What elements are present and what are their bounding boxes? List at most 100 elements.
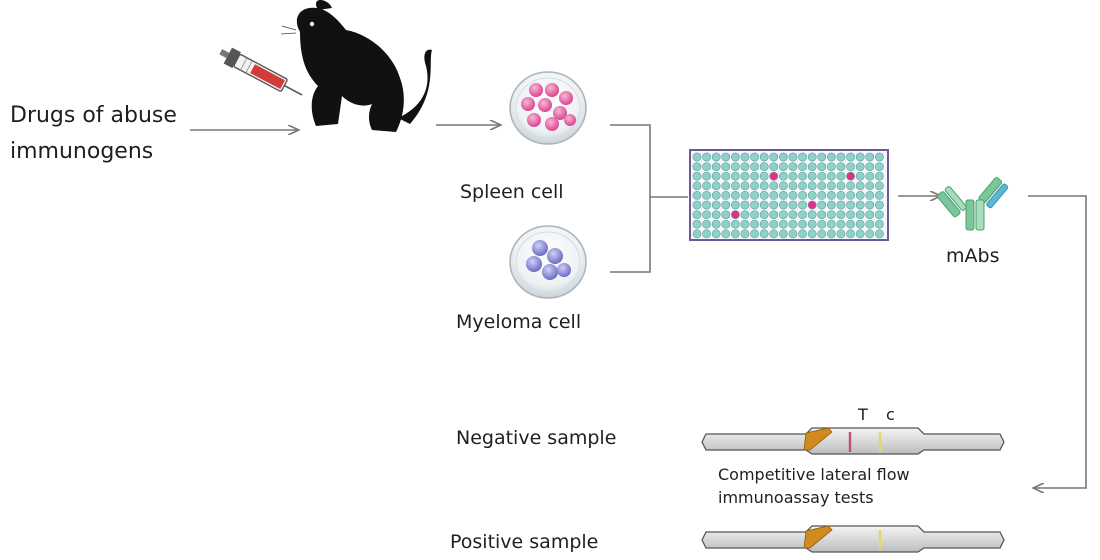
well [721, 162, 731, 171]
well [855, 162, 865, 171]
well [788, 152, 798, 162]
well [788, 229, 798, 239]
well [836, 219, 846, 229]
well [865, 190, 875, 200]
well [875, 219, 884, 229]
well [702, 190, 711, 200]
well [721, 219, 731, 229]
well [692, 210, 702, 219]
well [750, 210, 759, 219]
well [711, 210, 721, 219]
well [769, 200, 779, 210]
well [798, 162, 807, 171]
well [827, 210, 836, 219]
well [769, 229, 779, 239]
well [817, 190, 827, 200]
well [788, 181, 798, 191]
well [865, 162, 875, 171]
well [769, 219, 779, 229]
well [702, 171, 711, 181]
well [759, 210, 769, 219]
well [711, 219, 721, 229]
well [721, 152, 731, 162]
well [855, 229, 865, 239]
well [855, 181, 865, 191]
well [827, 181, 836, 191]
well [788, 210, 798, 219]
well [731, 152, 740, 162]
well [875, 200, 884, 210]
well [788, 171, 798, 181]
well [855, 171, 865, 181]
well [865, 200, 875, 210]
well [807, 229, 817, 239]
well [855, 152, 865, 162]
well [702, 219, 711, 229]
well [702, 200, 711, 210]
well [865, 210, 875, 219]
test-caption-line1: Competitive lateral flow [718, 465, 910, 484]
well [788, 190, 798, 200]
well [759, 219, 769, 229]
well [798, 229, 807, 239]
well [750, 219, 759, 229]
well [855, 210, 865, 219]
well [692, 200, 702, 210]
spleen-label: Spleen cell [460, 181, 564, 203]
well [827, 152, 836, 162]
well [807, 210, 817, 219]
well [836, 210, 846, 219]
well [865, 229, 875, 239]
well [827, 219, 836, 229]
well [855, 190, 865, 200]
well [817, 229, 827, 239]
well [692, 171, 702, 181]
well [865, 181, 875, 191]
well [750, 171, 759, 181]
well [721, 171, 731, 181]
well [740, 162, 750, 171]
well [769, 210, 779, 219]
well [759, 229, 769, 239]
well [875, 152, 884, 162]
well [779, 229, 788, 239]
well [846, 219, 855, 229]
well [855, 200, 865, 210]
well [769, 171, 779, 181]
well [875, 171, 884, 181]
fusion-bracket [610, 124, 688, 273]
well [731, 181, 740, 191]
test-line-label: T [857, 405, 868, 424]
well [779, 200, 788, 210]
well [750, 152, 759, 162]
well [875, 190, 884, 200]
well [750, 200, 759, 210]
well [721, 181, 731, 191]
well [711, 190, 721, 200]
well [836, 190, 846, 200]
well [759, 190, 769, 200]
well [846, 229, 855, 239]
well [692, 152, 702, 162]
well [731, 171, 740, 181]
well [827, 162, 836, 171]
well [807, 181, 817, 191]
negative-strip [701, 427, 1005, 455]
well [779, 152, 788, 162]
well [731, 190, 740, 200]
well [817, 162, 827, 171]
well [846, 171, 855, 181]
positive-strip [701, 525, 1005, 553]
well [692, 190, 702, 200]
well [798, 181, 807, 191]
well [769, 162, 779, 171]
well [807, 171, 817, 181]
well [779, 219, 788, 229]
well [798, 190, 807, 200]
syringe-icon [219, 47, 303, 96]
well-plate-icon [689, 149, 889, 241]
well [846, 162, 855, 171]
well [846, 210, 855, 219]
well [836, 152, 846, 162]
